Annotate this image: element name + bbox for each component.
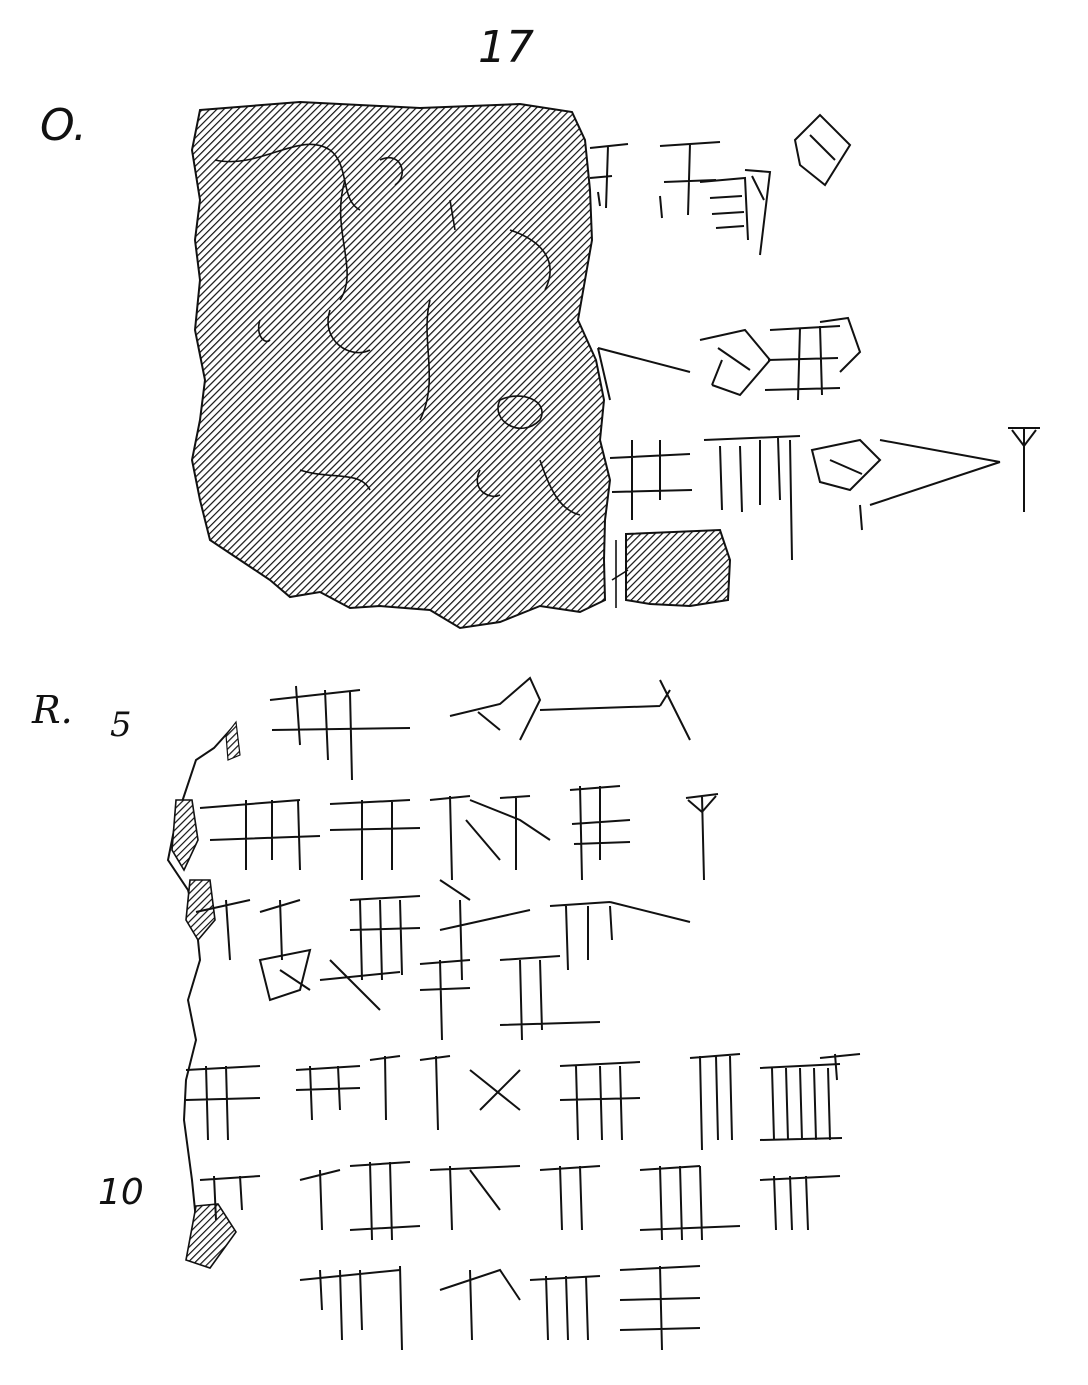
obverse-cuneiform (589, 113, 1040, 561)
obverse-tablet (190, 100, 612, 630)
reverse-cuneiform (185, 676, 861, 1351)
reverse-tablet (166, 720, 241, 1269)
line-number-5: 5 (110, 705, 132, 745)
line-number-10: 10 (98, 1172, 144, 1213)
obverse-fragment (611, 528, 732, 608)
surface-traces (214, 143, 581, 516)
reverse-label: R. (32, 688, 73, 732)
plate-number: 17 (478, 22, 534, 73)
obverse-label: O. (40, 100, 87, 151)
